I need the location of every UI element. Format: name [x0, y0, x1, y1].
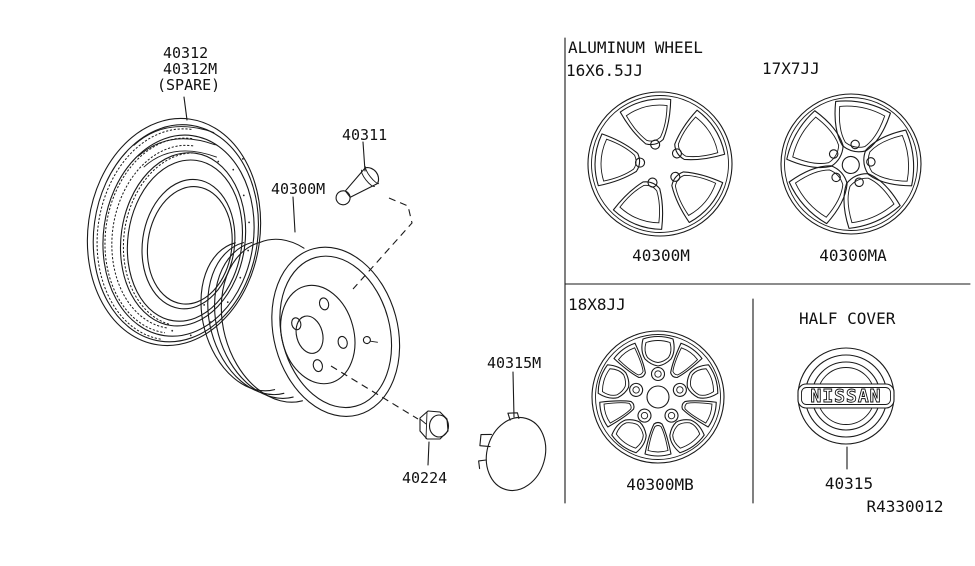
label-part-40300mb: 40300MB [626, 475, 693, 494]
valve-stem-drawing [335, 166, 380, 206]
label-valve-part: 40311 [342, 126, 387, 144]
leader-valve [362, 141, 366, 172]
emblem-bar [797, 383, 895, 409]
half-cover-drawing: NISSAN [797, 347, 895, 470]
panel-title: ALUMINUM WHEEL [568, 38, 703, 57]
label-size-17: 17X7JJ [762, 59, 820, 78]
leader-cap [512, 371, 515, 418]
nissan-logo-text: NISSAN [810, 386, 881, 407]
label-cap-part: 40315M [487, 354, 541, 372]
label-size-18: 18X8JJ [568, 295, 626, 314]
label-size-16: 16X6.5JJ [566, 61, 643, 80]
sidewall-speckles [171, 157, 250, 337]
spare-tire-drawing [86, 117, 262, 347]
label-tire-part-2: 40312M [163, 60, 217, 78]
assembly-axis-lower [330, 365, 419, 420]
leader-wheel [292, 196, 296, 233]
alloy-wheel-16-drawing [587, 91, 733, 237]
label-tire-spare: (SPARE) [157, 76, 220, 94]
label-tire-part-1: 40312 [163, 44, 208, 62]
half-cover-title: HALF COVER [799, 309, 896, 328]
reference-code: R4330012 [866, 497, 943, 516]
leader-tire [183, 96, 188, 121]
leader-nut [427, 441, 430, 466]
label-nut-part: 40224 [402, 469, 447, 487]
assembly-axis-upper [352, 197, 413, 290]
disc-wheel-drawing [200, 238, 401, 417]
label-wheel-part: 40300M [271, 180, 325, 198]
lug-nut-drawing [419, 410, 450, 440]
label-part-40300ma: 40300MA [819, 246, 887, 265]
label-part-40315: 40315 [825, 474, 873, 493]
alloy-wheel-18-drawing [588, 330, 726, 469]
label-part-40300m: 40300M [632, 246, 690, 265]
alloy-wheel-17-drawing [780, 93, 922, 235]
center-cap-drawing [478, 412, 547, 492]
